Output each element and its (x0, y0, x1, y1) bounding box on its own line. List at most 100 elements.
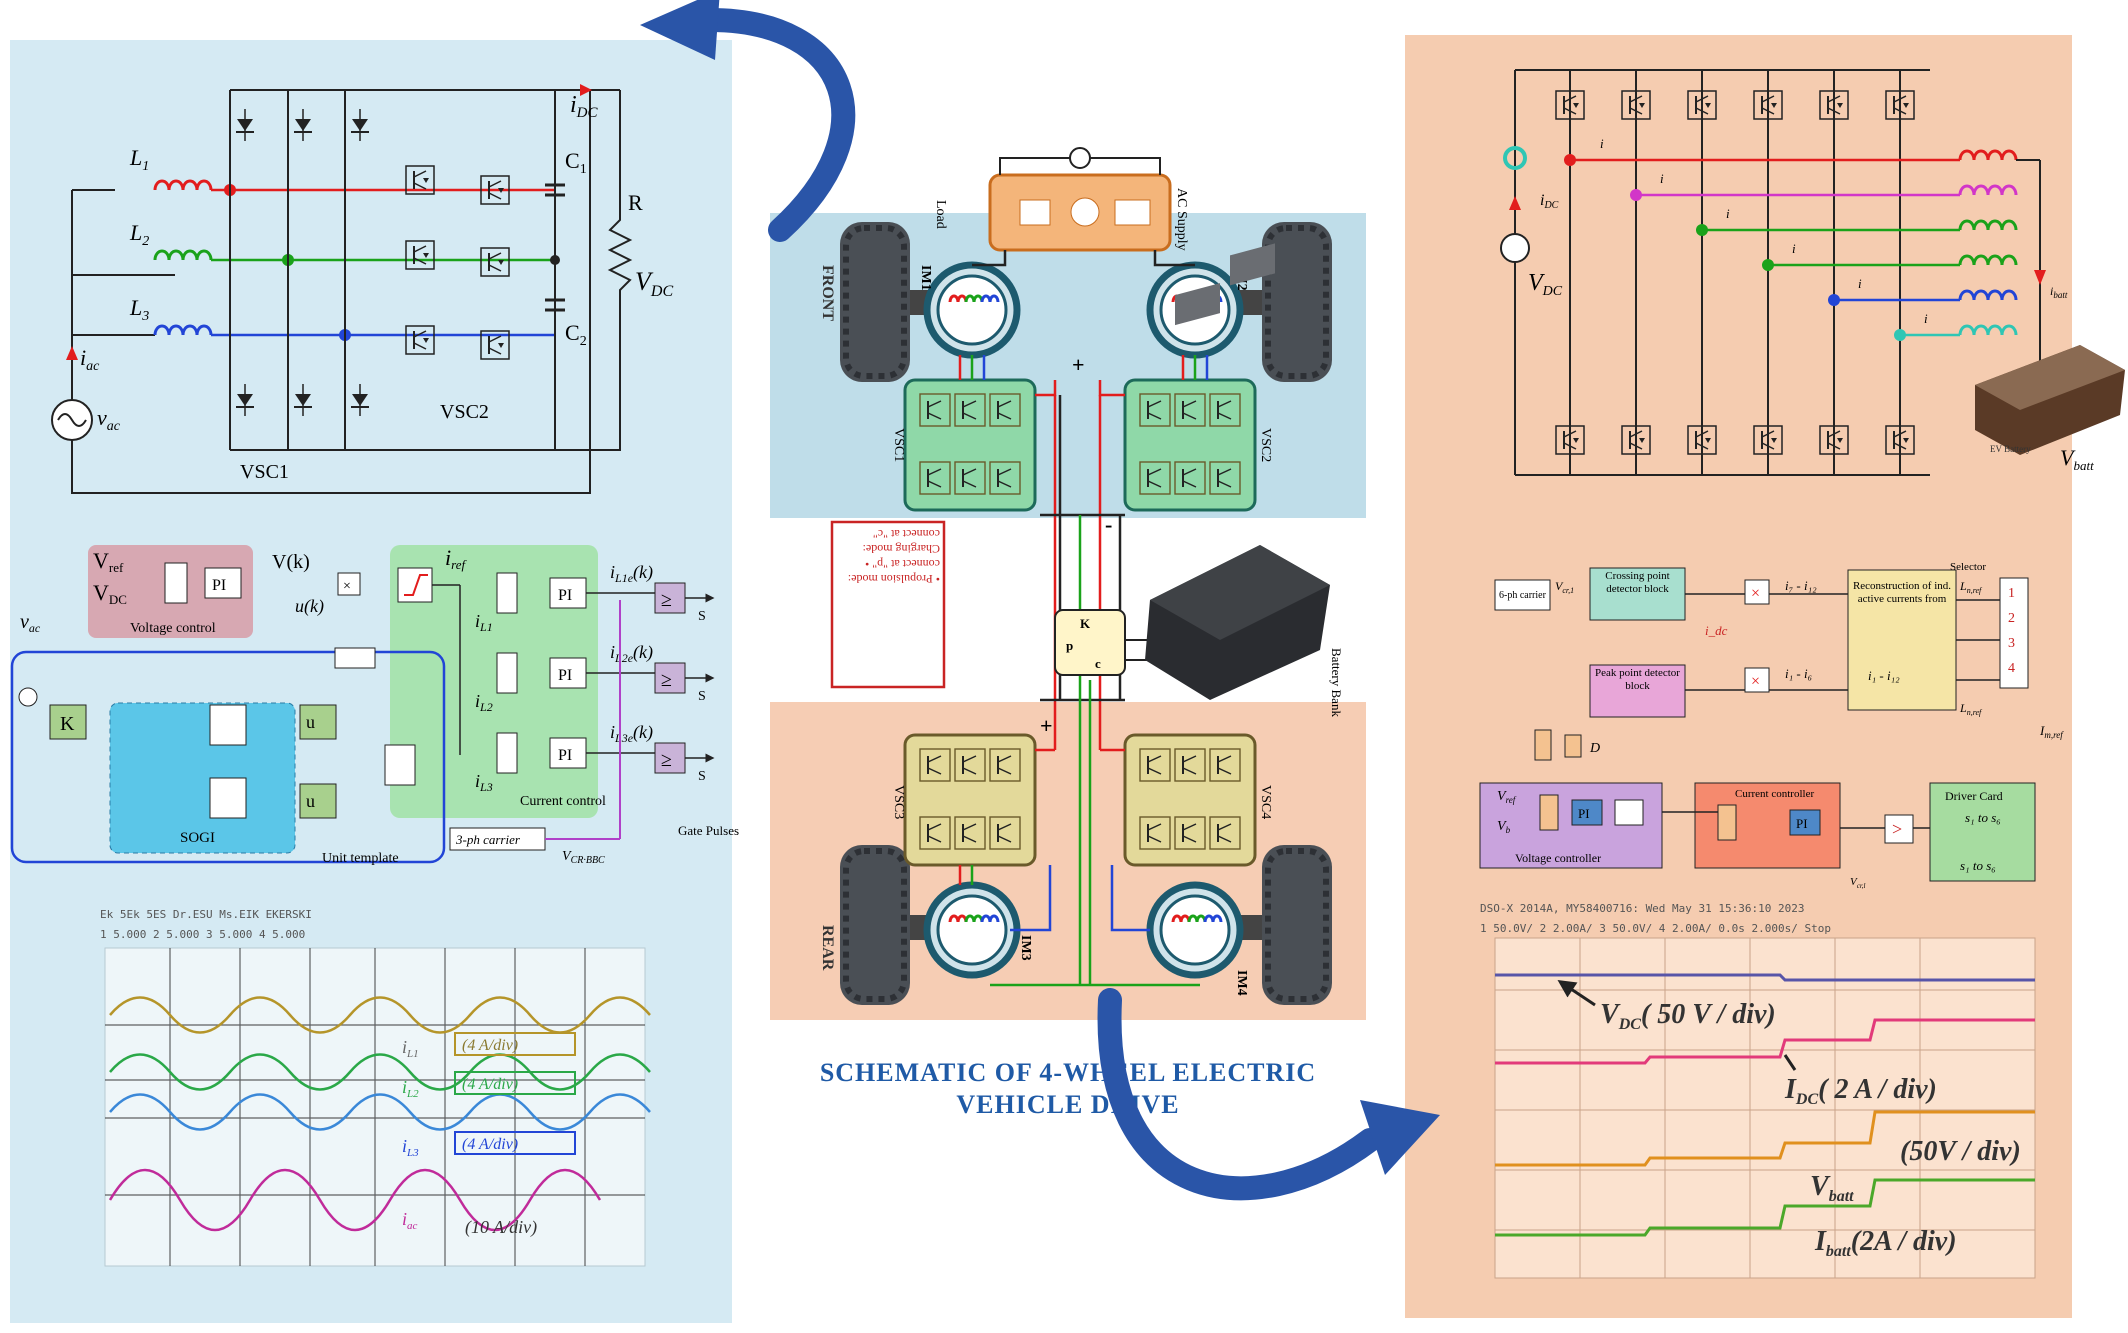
current-control-label: Current control (520, 794, 606, 809)
right-gt: > (1892, 819, 1902, 839)
ctrl-vac: vac (20, 611, 41, 635)
dc-plus-top: + (1072, 352, 1085, 377)
right-i1: i (1600, 136, 1604, 151)
mode-note: • Propulsion mode: connect at "p" • Char… (847, 527, 940, 586)
unit-template-label: Unit template (322, 851, 399, 866)
crossing-block: Crossing point detector block (1605, 570, 1670, 595)
ctrl-iL1: iL1 (475, 611, 493, 634)
ctrl-u2b: u (306, 791, 315, 811)
inductor-L1-label: L1 (129, 145, 149, 174)
caption-line1: SCHEMATIC OF 4-WHEEL ELECTRIC (819, 1058, 1317, 1087)
comparator-2: ≥ (661, 669, 672, 691)
left-VDC-label: VDC (635, 267, 673, 300)
ctrl-iL1e: iL1e(k) (610, 562, 653, 585)
gate-S1: S (698, 609, 706, 624)
right-i5: i (1858, 276, 1862, 291)
dc-minus-top: - (1105, 512, 1112, 537)
right-inref: Im,ref (2039, 723, 2064, 740)
right-vcrl: Vcr,l (1850, 876, 1866, 890)
resistor-R-label: R (628, 190, 643, 215)
right-iDC-label: iDC (1540, 192, 1559, 211)
driver-card-label: Driver Card (1945, 789, 2003, 803)
switch-k: K (1080, 616, 1091, 631)
im1-label: IM1 (918, 265, 933, 291)
ctrl-pi-c: PI (558, 747, 572, 764)
right-vcr: Vcr,1 (1555, 579, 1574, 595)
scope-vdc-label: VDC( 50 V / div) (1600, 999, 1776, 1033)
right-control-diagram: 6-ph carrier Vcr,1 Crossing point detect… (1479, 561, 2064, 890)
scope-iac-scale: (10 A/div) (465, 1217, 537, 1238)
capacitor-C1-label: C1 (565, 148, 587, 177)
arrow-to-left-panel (698, 8, 856, 242)
sel-3: 3 (2008, 636, 2015, 651)
right-power-circuit: iDC VDC i i i i i i ibatt EV Battery Vba… (1500, 69, 2125, 476)
ctrl-pi1: PI (212, 577, 226, 594)
right-i1i12: i₁ - i₁₂ (1868, 668, 1900, 683)
ctrl-iref: iref (445, 545, 467, 572)
right-vbatt-label: Vbatt (2060, 445, 2094, 473)
rear-right-tire (1262, 845, 1332, 1005)
comparator-3: ≥ (661, 749, 672, 771)
left-vac-label: vac (97, 405, 121, 434)
right-D: D (1589, 741, 1600, 756)
sogi-label: SOGI (180, 830, 215, 846)
inductor-L2-label: L2 (129, 220, 149, 249)
scope-iL1-scale: (4 A/div) (462, 1037, 518, 1054)
scope-iac-label: iac (402, 1209, 418, 1232)
right-vb: Vb (1497, 819, 1511, 835)
peak-block: Peak point detector block (1595, 667, 1680, 692)
ctrl-vek: V(k) (272, 551, 310, 573)
ctrl-vdc: VDC (93, 580, 127, 607)
scope-ibatt-label: Ibatt(2A / div) (1814, 1226, 1957, 1260)
inductor-L3-label: L3 (129, 295, 149, 324)
sel-4: 4 (2008, 661, 2015, 676)
ctrl-gain-K: K (60, 713, 75, 735)
ctrl-carrier: 3-ph carrier (455, 832, 521, 847)
svg-text:×: × (343, 579, 351, 594)
scope-vbatt-scale: (50V / div) (1900, 1136, 2021, 1167)
right-i1i6: i₁ - i₆ (1785, 666, 1812, 681)
right-i4: i (1792, 241, 1796, 256)
current-controller-label: Current controller (1735, 788, 1814, 800)
driver-s1s6b: s₁ to s₆ (1960, 858, 1996, 873)
sel-1: 1 (2008, 586, 2015, 601)
center-vehicle-schematic: AC Supply Load FRONT REAR IM1 IM2 IM3 IM… (819, 147, 1344, 1005)
scope-iL1-label: iL1 (402, 1037, 419, 1060)
rear-left-tire (840, 845, 910, 1005)
ctrl-pi-a: PI (558, 587, 572, 604)
selector-label: Selector (1950, 561, 1986, 573)
right-VDC-label: VDC (1528, 270, 1563, 299)
right-pi-v: PI (1578, 806, 1590, 821)
rear-label: REAR (819, 925, 836, 971)
right-i3: i (1726, 206, 1730, 221)
front-left-tire (840, 222, 910, 382)
front-label: FRONT (819, 265, 836, 321)
right-pi-c: PI (1796, 816, 1808, 831)
left-scope-header: Ek 5Ek 5ES Dr.ESU Ms.EIK EKERSKI (100, 908, 312, 921)
arrow-to-left-panel-head (640, 0, 720, 60)
right-idc: i_dc (1705, 623, 1728, 638)
switch-p: p (1066, 638, 1073, 653)
svg-text:×: × (1751, 673, 1760, 690)
left-control-diagram: Vref VDC PI Voltage control V(k) u(k) × … (10, 545, 739, 866)
sel-2: 2 (2008, 611, 2015, 626)
ctrl-u2a: u (306, 712, 315, 732)
center-vsc2-label: VSC2 (1258, 428, 1273, 462)
gate-pulses-label: Gate Pulses (678, 823, 739, 838)
left-iac-label: iac (80, 345, 100, 374)
reconstruction-block: Reconstruction of ind. active currents f… (1852, 580, 1952, 605)
svg-text:×: × (1751, 585, 1760, 602)
right-i7i12: i₇ - i₁₂ (1785, 578, 1817, 593)
right-scope: DSO-X 2014A, MY58400716: Wed May 31 15:3… (1480, 902, 2036, 1279)
caption-line2: VEHICLE DRIVE (956, 1090, 1180, 1119)
ctrl-iL3e: iL3e(k) (610, 722, 653, 745)
switch-c: c (1095, 656, 1101, 671)
right-vref: Vref (1497, 789, 1517, 805)
ctrl-vcr: VCR·BBC (562, 849, 605, 866)
left-scope: Ek 5Ek 5ES Dr.ESU Ms.EIK EKERSKI 1 5.000… (100, 908, 651, 1267)
ctrl-vref: Vref (93, 548, 124, 575)
voltage-control-label: Voltage control (130, 621, 216, 636)
right-lnref2: Ln,ref (1959, 701, 1983, 717)
center-vsc1-label: VSC1 (891, 428, 906, 462)
